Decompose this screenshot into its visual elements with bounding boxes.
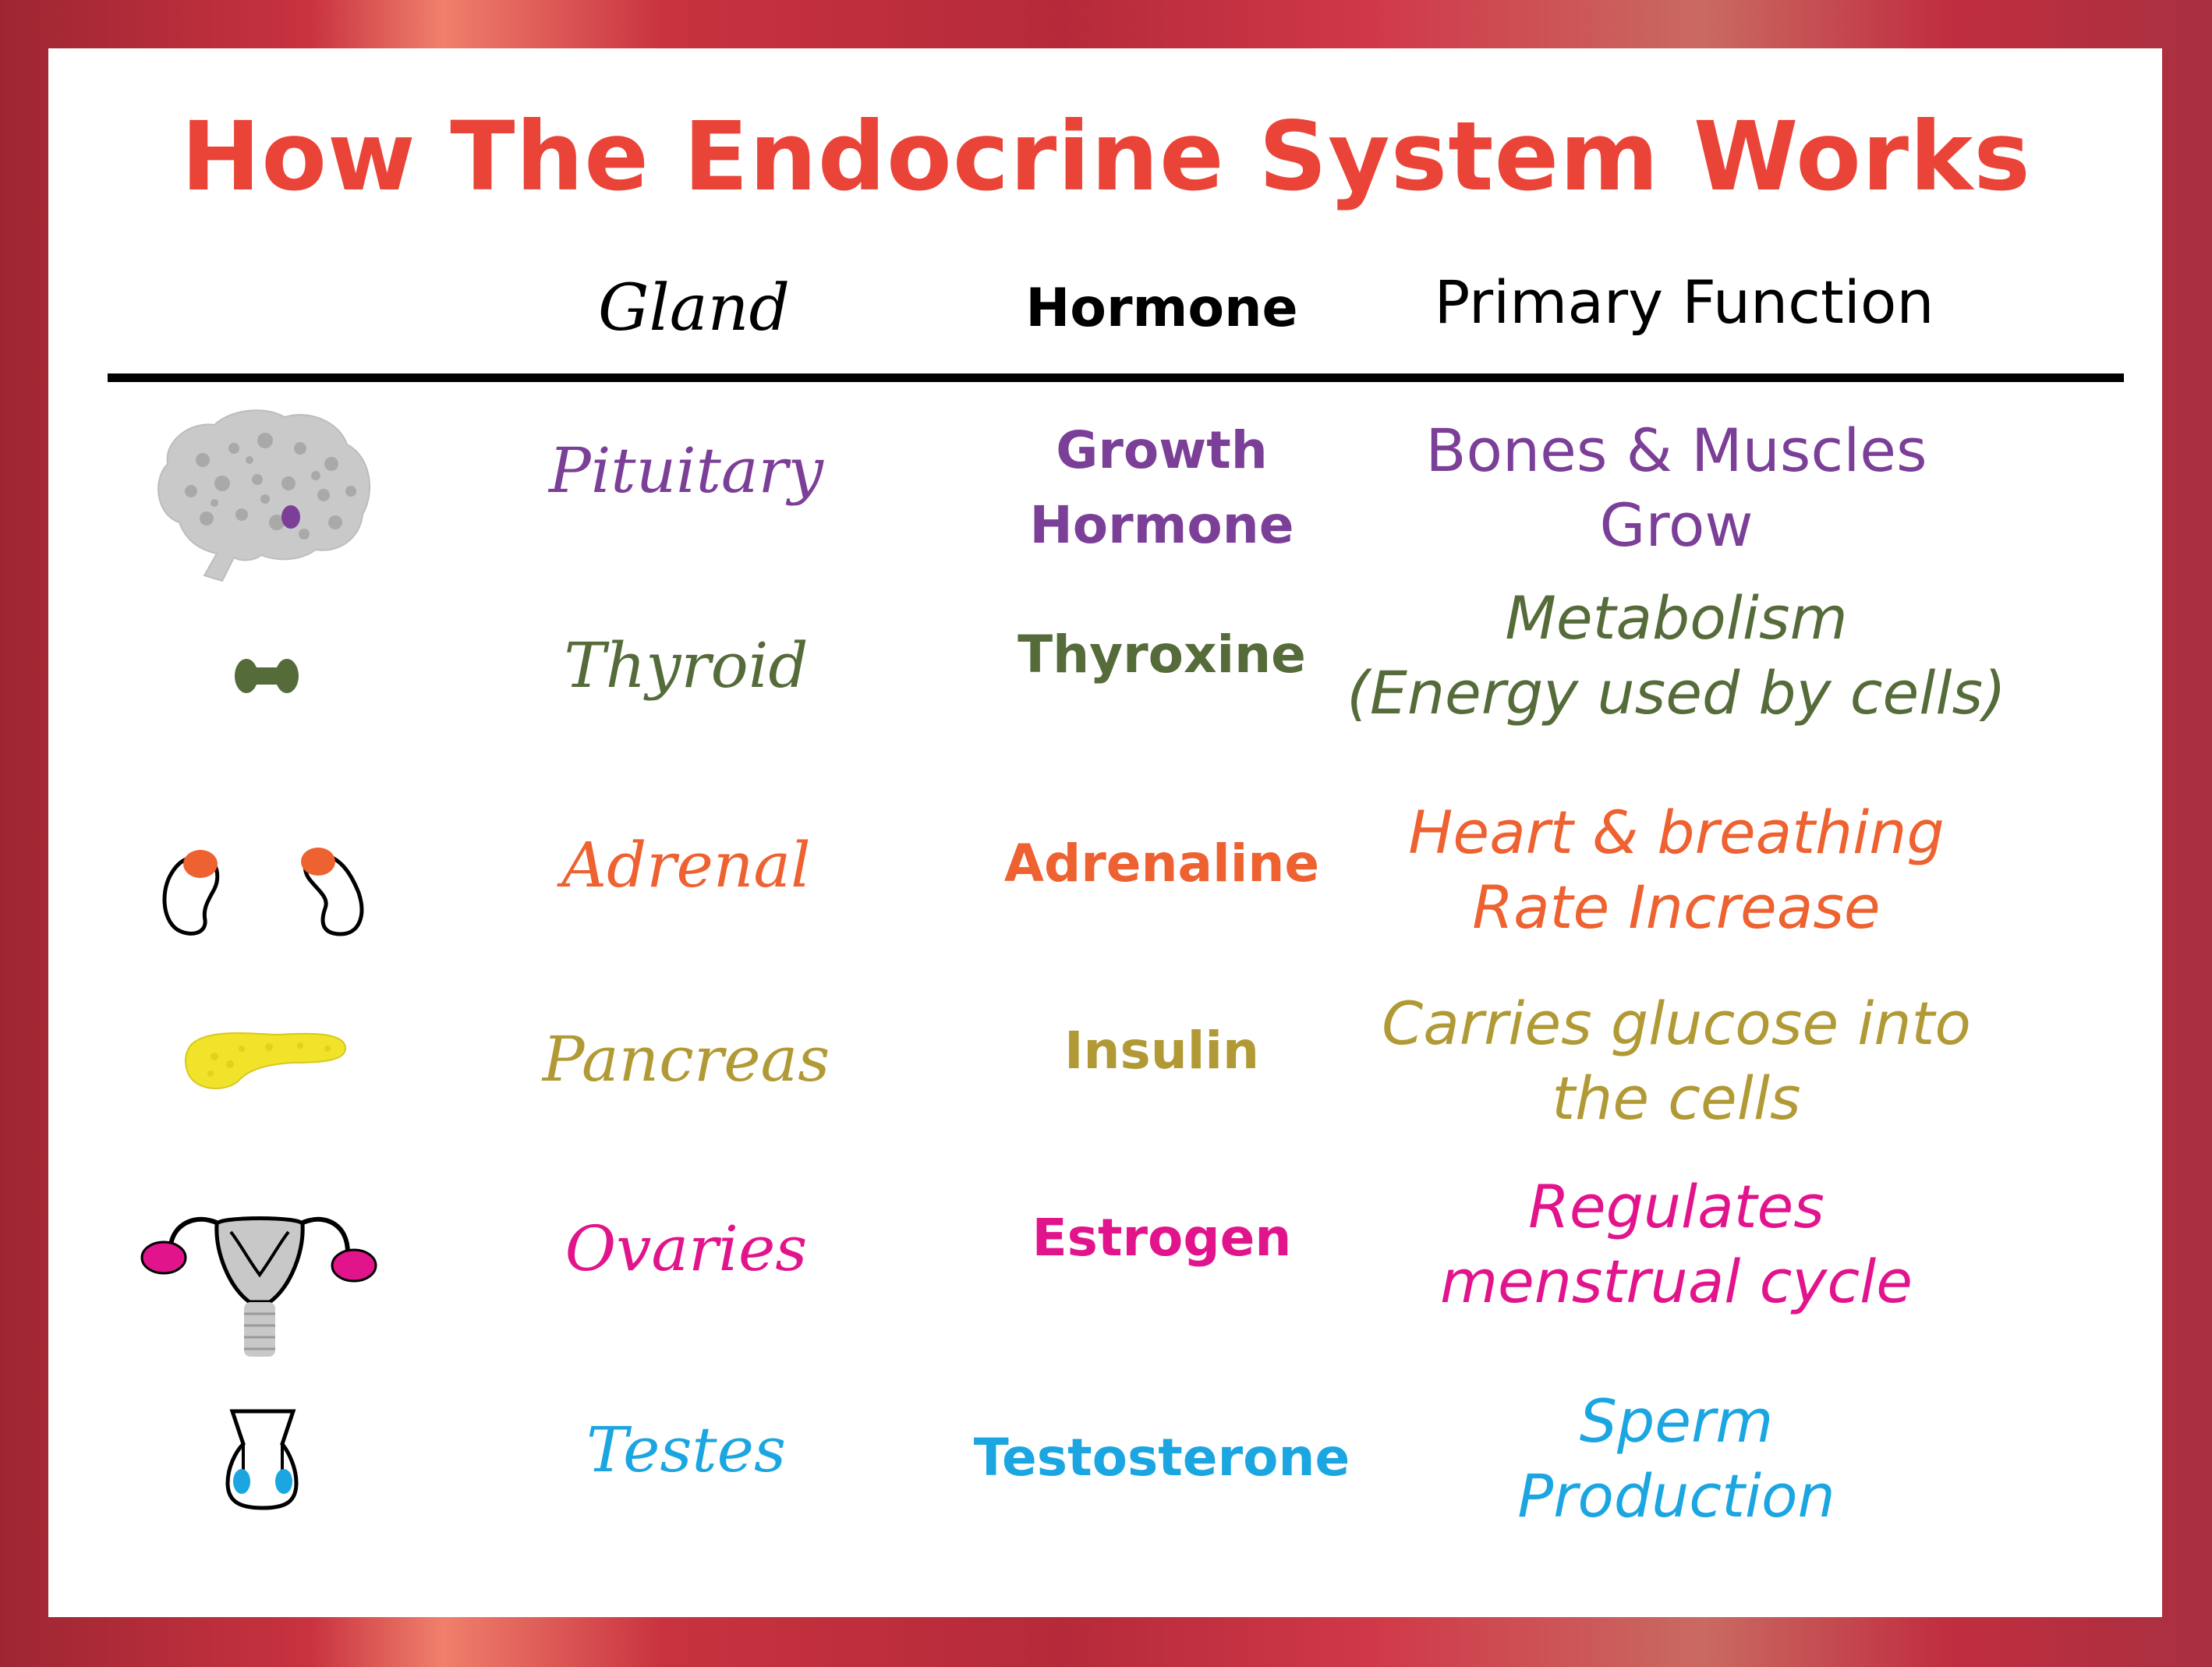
hormone-label: Testosterone <box>967 1421 1357 1495</box>
hormone-line: Testosterone <box>973 1428 1350 1488</box>
hormone-line: Growth <box>1056 420 1268 480</box>
hormone-line: Thyroxine <box>1018 625 1306 685</box>
function-label: Regulates menstrual cycle <box>1325 1170 2027 1319</box>
gland-label: Testes <box>586 1414 787 1486</box>
gland-label: Ovaries <box>565 1212 808 1285</box>
function-label: Carries glucose into the cells <box>1325 986 2027 1136</box>
page-title: How The Endocrine System Works <box>181 101 2031 212</box>
brain-icon <box>157 409 371 582</box>
gland-label: Thyroid <box>564 629 809 702</box>
function-line: Production <box>1517 1461 1835 1531</box>
thyroid-icon <box>235 659 299 693</box>
gland-label: Pituitary <box>549 434 823 507</box>
header-hormone: Hormone <box>1025 278 1298 339</box>
hormone-line: Adrenaline <box>1003 834 1320 894</box>
header-primary-function: Primary Function <box>1434 267 1934 337</box>
function-line: the cells <box>1552 1064 1801 1133</box>
function-line: Regulates <box>1528 1172 1824 1241</box>
header-gland: Gland <box>598 271 790 345</box>
function-label: Metabolism (Energy used by cells) <box>1325 581 2027 731</box>
function-line: Metabolism <box>1505 583 1848 653</box>
hormone-label: Estrogen <box>967 1201 1357 1276</box>
function-label: Heart & breathing Rate Increase <box>1325 795 2027 945</box>
function-line: Bones & Muscles <box>1425 416 1927 485</box>
hormone-label: Adrenaline <box>967 826 1357 901</box>
header-divider <box>108 373 2124 382</box>
function-line: Sperm <box>1579 1386 1774 1456</box>
function-line: (Energy used by cells) <box>1347 658 2006 727</box>
hormone-label: Growth Hormone <box>967 413 1357 563</box>
function-label: Bones & Muscles Grow <box>1325 413 2027 563</box>
function-line: Heart & breathing <box>1408 798 1945 867</box>
function-line: menstrual cycle <box>1439 1247 1913 1316</box>
hormone-line: Estrogen <box>1032 1208 1292 1268</box>
gland-label: Adrenal <box>561 829 811 901</box>
function-line: Rate Increase <box>1472 872 1881 942</box>
function-label: Sperm Production <box>1325 1384 2027 1534</box>
pancreas-icon <box>185 1032 347 1090</box>
hormone-line: Insulin <box>1064 1021 1260 1081</box>
function-line: Grow <box>1599 490 1754 560</box>
function-line: Carries glucose into <box>1382 989 1971 1058</box>
hormone-line: Hormone <box>1029 495 1294 555</box>
hormone-label: Insulin <box>967 1014 1357 1088</box>
gland-label: Pancreas <box>542 1023 830 1095</box>
ovaries-uterus-icon <box>140 1216 377 1357</box>
white-card <box>48 48 2162 1617</box>
testes-icon <box>225 1409 299 1510</box>
adrenal-kidneys-icon <box>162 848 364 936</box>
hormone-label: Thyroxine <box>967 618 1357 692</box>
